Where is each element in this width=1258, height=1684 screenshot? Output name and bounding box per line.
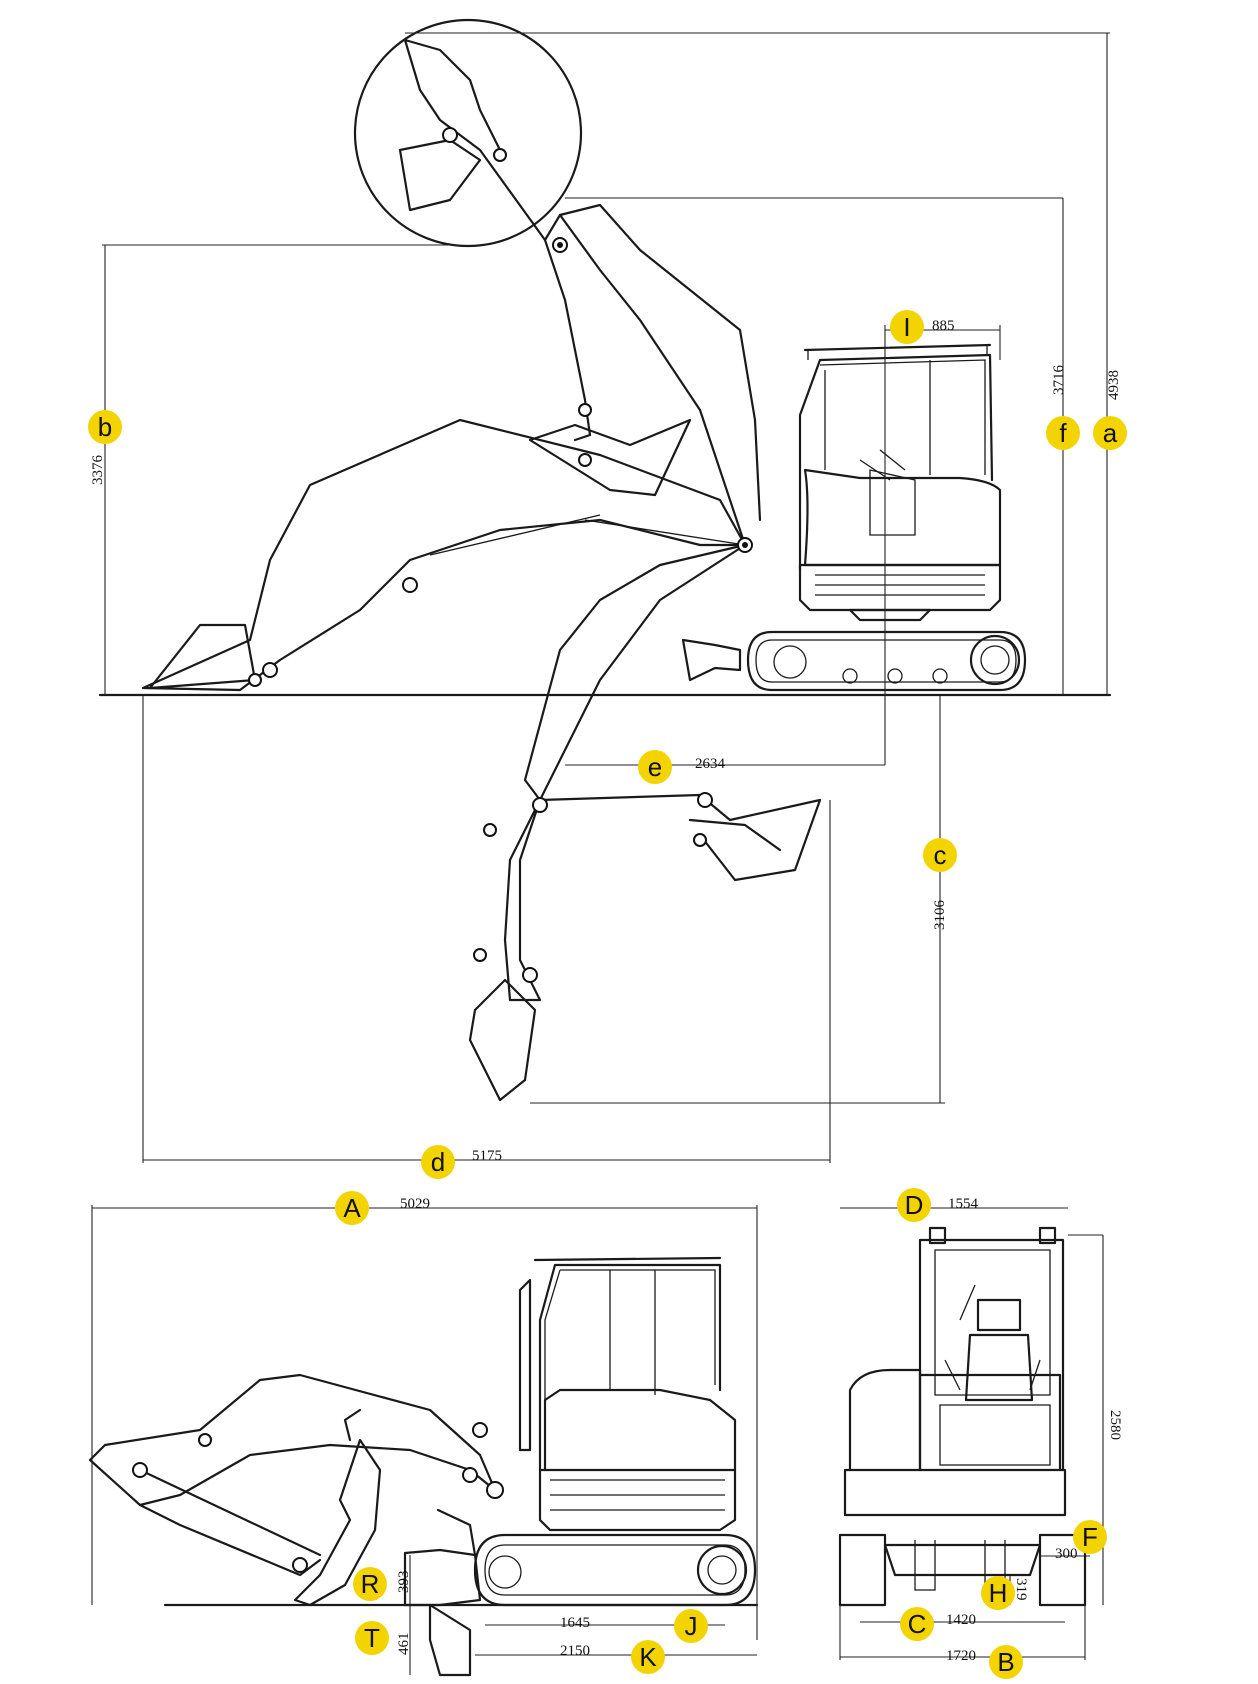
working-dimension-lines (102, 32, 1110, 1163)
dim-c-value: 3106 (932, 900, 948, 931)
badge-J: J (674, 1609, 708, 1643)
dim-b-value: 3376 (90, 455, 106, 486)
transport-side-view: 5029 1645 2150 393 461 A J K R T (88, 1191, 759, 1677)
dim-A-value: 5029 (400, 1196, 430, 1212)
badge-F: F (1073, 1520, 1107, 1554)
dim-T-value: 461 (396, 1633, 412, 1656)
dim-H-value: 319 (1013, 1578, 1029, 1601)
working-dimension-values: 4938 3716 3376 3106 885 2634 5175 (90, 318, 1122, 1164)
badge-a: a (1093, 416, 1127, 450)
svg-text:e: e (648, 752, 662, 782)
badge-e: e (638, 750, 672, 784)
dim-E-value: 2580 (1107, 1410, 1123, 1440)
svg-text:T: T (364, 1623, 380, 1653)
badge-f: f (1046, 416, 1080, 450)
dim-B-value: 1720 (946, 1648, 976, 1664)
dim-K-value: 2150 (560, 1643, 590, 1659)
dim-J-value: 1645 (560, 1615, 590, 1631)
svg-text:R: R (361, 1569, 380, 1599)
boom-arm-positions (141, 38, 822, 1102)
badge-d: d (421, 1145, 455, 1179)
badge-C: C (900, 1607, 934, 1641)
machine-body (681, 343, 1027, 692)
badge-I: I (890, 310, 924, 344)
badge-K: K (631, 1640, 665, 1674)
dim-d-value: 5175 (472, 1148, 502, 1164)
svg-text:J: J (685, 1611, 698, 1641)
dim-e-value: 2634 (695, 756, 726, 772)
svg-text:C: C (908, 1609, 927, 1639)
dim-R-value: 393 (396, 1571, 412, 1594)
dim-I-value: 885 (932, 318, 955, 334)
svg-text:A: A (343, 1193, 361, 1223)
detail-circle (353, 18, 583, 248)
svg-text:F: F (1082, 1522, 1098, 1552)
dim-a-value: 4938 (1106, 370, 1122, 400)
badge-c: c (923, 838, 957, 872)
working-range-view: 4938 3716 3376 3106 885 2634 5175 a f b … (88, 18, 1127, 1179)
badge-A: A (335, 1191, 369, 1225)
badge-H: H (981, 1576, 1015, 1610)
svg-text:I: I (903, 312, 910, 342)
svg-text:K: K (639, 1642, 657, 1672)
dim-D-value: 1554 (948, 1196, 979, 1212)
svg-text:d: d (431, 1147, 445, 1177)
dim-f-value: 3716 (1051, 365, 1067, 396)
svg-text:D: D (905, 1190, 924, 1220)
pivot-pins (248, 127, 753, 983)
badge-D: D (897, 1188, 931, 1222)
svg-text:a: a (1103, 418, 1118, 448)
front-view: 1554 2580 1420 1720 300 319 D F H C B (838, 1188, 1123, 1679)
svg-text:b: b (98, 412, 112, 442)
svg-text:f: f (1059, 418, 1067, 448)
badge-T: T (355, 1621, 389, 1655)
badge-R: R (353, 1567, 387, 1601)
dim-F-value: 300 (1055, 1546, 1078, 1562)
svg-text:B: B (997, 1647, 1014, 1677)
svg-text:c: c (934, 840, 947, 870)
svg-text:H: H (989, 1578, 1008, 1608)
badge-B: B (989, 1645, 1023, 1679)
dim-C-value: 1420 (946, 1612, 976, 1628)
badge-b: b (88, 410, 122, 444)
